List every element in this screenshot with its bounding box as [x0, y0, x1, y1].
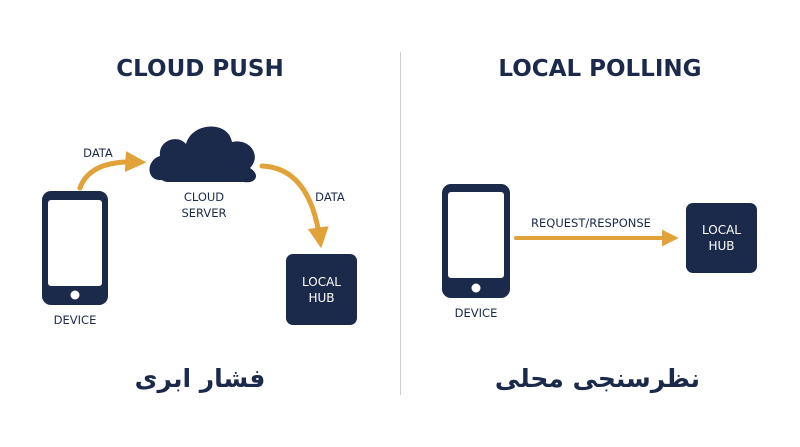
- right-hub-label-line1: LOCAL: [702, 223, 741, 237]
- left-local-hub: LOCAL HUB: [286, 254, 357, 325]
- cloud-label-line1: CLOUD: [183, 190, 225, 204]
- right-persian-label: نظرسنجی محلی: [494, 364, 700, 393]
- cloud-label-line2: SERVER: [181, 206, 227, 220]
- left-persian-label: فشار ابری: [134, 364, 266, 393]
- left-hub-label-line1: LOCAL: [302, 274, 341, 289]
- left-smartphone-icon: [42, 191, 108, 305]
- left-arrow-device-to-cloud: [77, 150, 147, 191]
- left-arrow-cloud-to-hub: [259, 163, 329, 249]
- right-device-label: DEVICE: [454, 306, 498, 320]
- cloud-icon: [149, 126, 257, 183]
- right-smartphone-icon: [442, 184, 510, 298]
- right-panel-title: LOCAL POLLING: [498, 56, 702, 82]
- right-hub-label-line2: HUB: [708, 239, 735, 253]
- right-arrow-label: REQUEST/RESPONSE: [531, 216, 651, 230]
- right-local-hub: LOCAL HUB: [686, 203, 757, 273]
- left-data-label-2: DATA: [315, 190, 345, 204]
- left-data-label-1: DATA: [83, 146, 113, 160]
- panel-divider: [400, 52, 401, 395]
- left-device-label: DEVICE: [53, 313, 97, 327]
- left-hub-label-line2: HUB: [308, 290, 335, 305]
- left-panel-title: CLOUD PUSH: [116, 56, 284, 82]
